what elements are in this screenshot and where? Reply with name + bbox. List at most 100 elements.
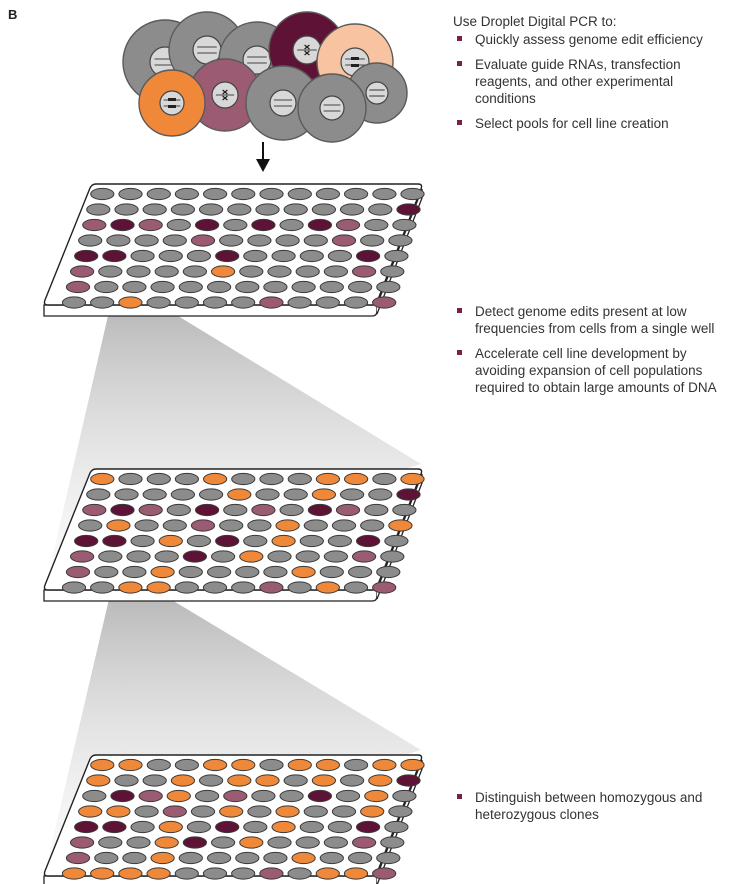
well [396, 774, 421, 787]
well [227, 488, 252, 501]
well [299, 820, 324, 834]
well [259, 581, 284, 594]
well [319, 851, 344, 865]
well [102, 820, 127, 834]
well [118, 758, 143, 772]
well [311, 774, 336, 787]
cell [297, 73, 367, 143]
well [219, 519, 244, 532]
well [98, 836, 123, 849]
well [352, 550, 377, 563]
well [251, 789, 276, 803]
well [295, 836, 320, 849]
well [323, 550, 348, 563]
well [227, 774, 252, 787]
well [388, 805, 413, 818]
well [114, 203, 139, 216]
well [348, 280, 373, 294]
well [352, 836, 377, 849]
well [388, 519, 413, 532]
well [122, 851, 147, 865]
well [271, 534, 296, 548]
well [396, 488, 421, 501]
well [211, 265, 236, 278]
well [319, 565, 344, 579]
well [396, 203, 421, 216]
well [400, 758, 425, 772]
well [211, 836, 236, 849]
well [130, 249, 155, 263]
well [255, 203, 280, 216]
well [215, 249, 240, 263]
well [388, 234, 413, 247]
well [195, 218, 220, 232]
well [134, 805, 159, 818]
well [178, 851, 203, 865]
well [82, 218, 107, 232]
well [70, 265, 95, 278]
well [247, 805, 272, 818]
well [202, 296, 228, 309]
well [348, 851, 373, 865]
well [323, 836, 348, 849]
well [376, 851, 401, 865]
well [356, 249, 381, 263]
cell-cluster [122, 11, 408, 143]
well [98, 550, 123, 563]
well [295, 265, 320, 278]
well [307, 789, 332, 803]
nucleus-icon [292, 35, 322, 65]
well [118, 472, 143, 486]
nucleus-icon [365, 81, 389, 105]
well [122, 280, 147, 294]
well [106, 234, 131, 247]
nucleus-icon [242, 45, 272, 75]
well [190, 519, 216, 532]
well [90, 758, 115, 772]
bullet-item: Evaluate guide RNAs, transfection reagen… [453, 56, 733, 107]
well [166, 218, 191, 232]
well [291, 851, 316, 865]
text-block-1: Use Droplet Digital PCR to: Quickly asse… [453, 13, 733, 140]
well [86, 774, 111, 787]
well [315, 867, 340, 880]
well [243, 534, 268, 548]
well [259, 296, 284, 309]
nucleus-icon [159, 90, 185, 116]
bullet-item: Quickly assess genome edit efficiency [453, 31, 733, 48]
well [114, 774, 139, 787]
well [90, 867, 115, 880]
well [223, 503, 248, 517]
well [307, 503, 332, 517]
well [90, 296, 115, 309]
well [315, 296, 340, 309]
well [114, 488, 139, 501]
well [162, 805, 187, 818]
well [102, 534, 127, 548]
well [86, 203, 111, 216]
well [65, 565, 91, 579]
bullet-item: Accelerate cell line development by avoi… [453, 345, 733, 396]
well [360, 519, 385, 532]
well [235, 280, 260, 294]
well [134, 519, 159, 532]
well [283, 488, 308, 501]
well [287, 187, 312, 201]
well [279, 218, 304, 232]
well [255, 488, 280, 501]
well [219, 234, 244, 247]
well [110, 218, 135, 232]
well [170, 774, 195, 787]
well [251, 218, 276, 232]
well [275, 805, 300, 818]
well [203, 758, 228, 772]
well [372, 581, 397, 594]
well [126, 836, 151, 849]
well [223, 789, 248, 803]
well [82, 503, 107, 517]
well [110, 503, 135, 517]
well [340, 488, 365, 501]
well [231, 867, 256, 880]
well [291, 565, 316, 579]
well [311, 488, 336, 501]
